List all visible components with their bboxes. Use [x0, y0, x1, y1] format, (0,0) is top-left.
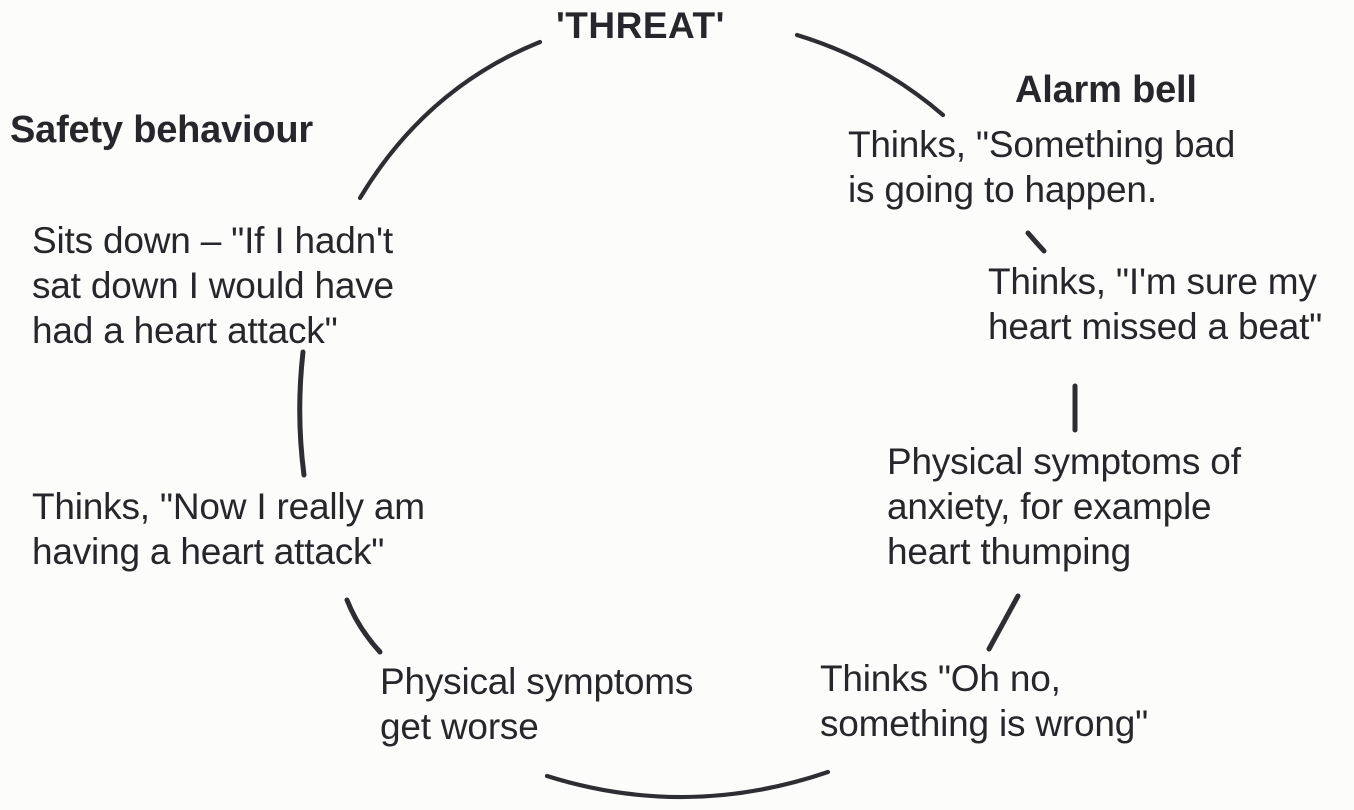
cycle-arc-top-right: [794, 32, 946, 118]
node-line: is going to happen.: [848, 169, 1157, 210]
cycle-slash-lower-left: [344, 597, 383, 655]
cycle-arc-top-left: [357, 39, 543, 201]
node-line: Thinks, "Something bad: [848, 124, 1236, 165]
node-physical-symptoms-anxiety: Physical symptoms of anxiety, for exampl…: [887, 439, 1241, 574]
node-line: Thinks, "Now I really am: [32, 486, 425, 527]
node-thinks-something-bad: Thinks, "Something bad is going to happe…: [848, 122, 1235, 212]
cycle-arc-bottom: [544, 769, 831, 800]
node-line: Thinks, "I'm sure my: [988, 261, 1317, 302]
node-line: Sits down – "If I hadn't: [32, 220, 393, 261]
node-line: heart missed a beat": [988, 306, 1323, 347]
node-physical-symptoms-worse: Physical symptoms get worse: [380, 659, 693, 749]
node-line: had a heart attack": [32, 310, 338, 351]
node-thinks-heart-missed-beat: Thinks, "I'm sure my heart missed a beat…: [988, 259, 1322, 349]
node-thinks-oh-no: Thinks "Oh no, something is wrong": [820, 656, 1148, 746]
node-line: Physical symptoms: [380, 661, 694, 702]
node-line: Thinks "Oh no,: [820, 658, 1061, 699]
node-line: having a heart attack": [32, 531, 385, 572]
node-sits-down-safety-behaviour: Sits down – "If I hadn't sat down I woul…: [32, 218, 394, 353]
node-line: something is wrong": [820, 703, 1149, 744]
node-line: heart thumping: [887, 531, 1132, 572]
alarm-bell-heading: Alarm bell: [1015, 69, 1197, 111]
threat-label: 'THREAT': [556, 5, 725, 46]
cycle-segment-left: [297, 349, 307, 478]
node-thinks-heart-attack: Thinks, "Now I really am having a heart …: [32, 484, 425, 574]
node-line: sat down I would have: [32, 265, 394, 306]
safety-behaviour-heading: Safety behaviour: [10, 109, 314, 151]
cycle-tick-upper-right: [1025, 230, 1047, 254]
node-line: Physical symptoms of: [887, 441, 1241, 482]
cycle-slash-lower-right: [986, 593, 1021, 652]
node-line: anxiety, for example: [887, 486, 1212, 527]
node-line: get worse: [380, 706, 539, 747]
